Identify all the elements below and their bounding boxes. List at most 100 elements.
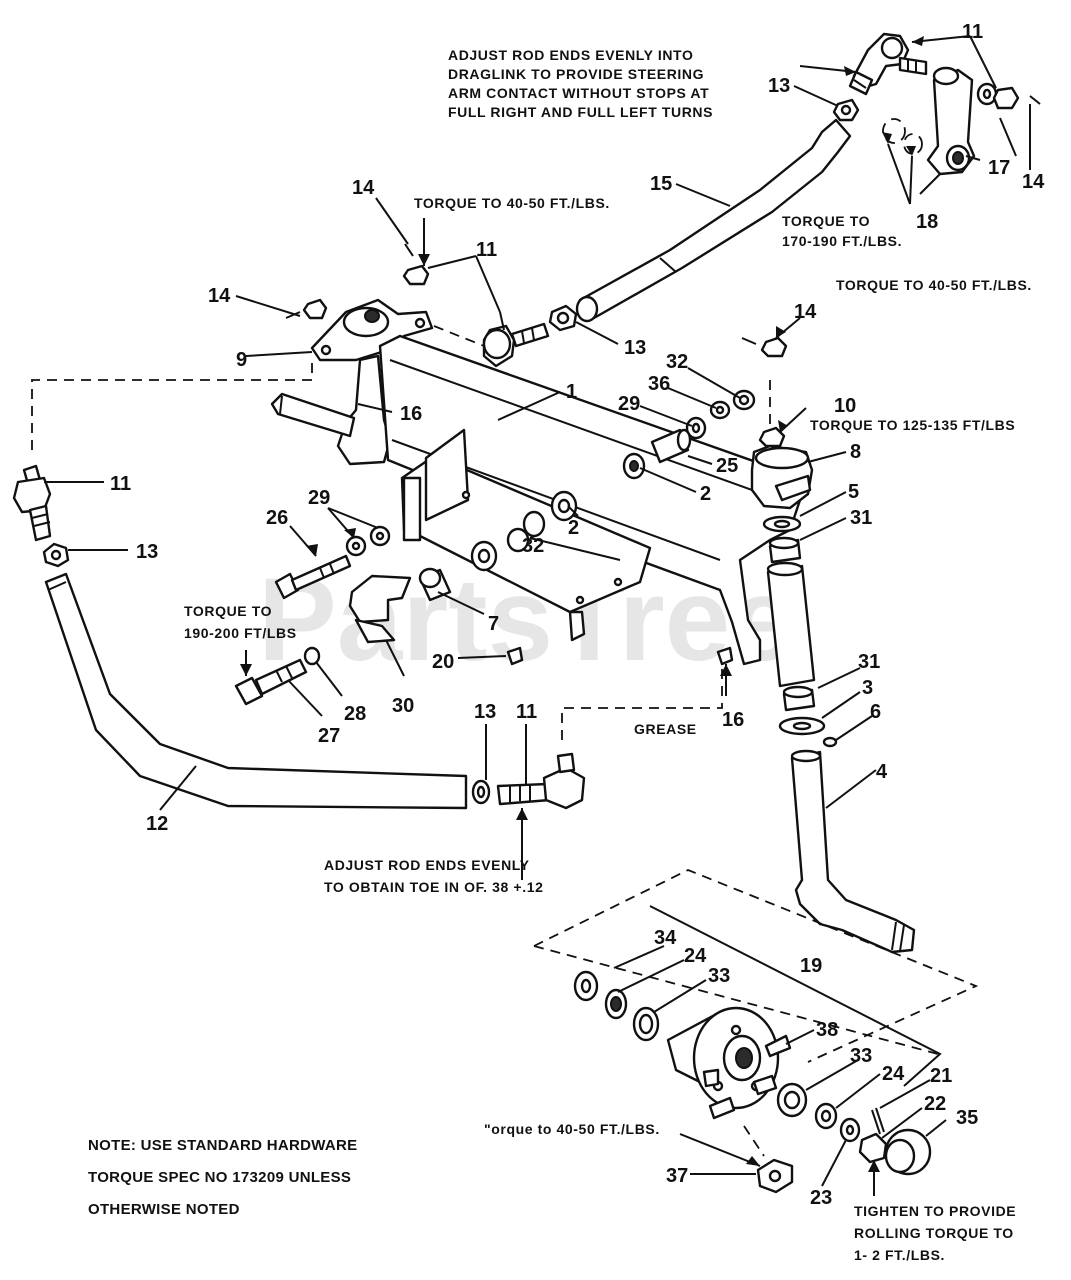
callout-25: 25 (716, 455, 738, 477)
washer-29-left-a (345, 535, 367, 557)
note-adjust-toe: ADJUST ROD ENDS EVENLY TO OBTAIN TOE IN … (324, 857, 543, 895)
callout-4: 4 (876, 761, 888, 783)
dashed-nuts-torque-170 (882, 118, 923, 155)
axle-tube (766, 561, 816, 688)
svg-text:1- 2 FT./LBS.: 1- 2 FT./LBS. (854, 1247, 945, 1263)
callout-22: 22 (924, 1093, 946, 1115)
note-adjust-draglink: ADJUST ROD ENDS EVENLY INTO DRAGLINK TO … (448, 47, 713, 120)
steering-arm-18 (926, 66, 976, 176)
castle-nut-11-top (992, 86, 1020, 110)
callout-33-b: 33 (850, 1045, 872, 1067)
callout-3: 3 (862, 677, 873, 699)
rod-end-11-left (12, 464, 52, 542)
callout-38: 38 (816, 1019, 838, 1041)
steering-arm-9 (310, 298, 434, 362)
note-torque-190-200: TORQUE TO 190-200 FT/LBS (184, 603, 297, 641)
bracket-19 (649, 905, 942, 1087)
callout-11-left: 11 (110, 473, 131, 495)
callout-11-bottom: 11 (516, 701, 537, 723)
callout-36: 36 (648, 373, 670, 395)
callout-16-a: 16 (400, 403, 422, 425)
tie-rod-12 (44, 572, 468, 810)
bracket-30 (348, 574, 412, 644)
lockwasher-28 (303, 646, 321, 666)
callout-23: 23 (810, 1187, 832, 1209)
thrust-washer-3 (778, 716, 826, 736)
spacer-32-mid (506, 510, 546, 553)
note-torque-40-50-b: TORQUE TO 40-50 FT./LBS. (836, 277, 1032, 293)
note-grease: GREASE (634, 721, 697, 737)
callout-27: 27 (318, 725, 340, 747)
callout-7: 7 (488, 613, 499, 635)
spacer-7 (418, 567, 452, 602)
seal-24-left (604, 988, 628, 1020)
callout-13-mid: 13 (624, 337, 646, 359)
left-spindle (270, 354, 392, 466)
svg-text:NOTE: USE STANDARD HARDWARE: NOTE: USE STANDARD HARDWARE (88, 1137, 358, 1154)
callout-24-a: 24 (684, 945, 707, 967)
callout-17: 17 (988, 157, 1010, 179)
bolt-27 (234, 658, 308, 706)
rod-end-11-bottom (496, 752, 586, 810)
bushing-2-mid (550, 490, 578, 522)
svg-text:TIGHTEN TO PROVIDE: TIGHTEN TO PROVIDE (854, 1203, 1016, 1219)
svg-text:ADJUST ROD ENDS EVENLY: ADJUST ROD ENDS EVENLY (324, 857, 530, 873)
grease-fitting-20 (506, 646, 524, 666)
bearing-33-left (632, 1006, 660, 1042)
spindle-4 (790, 749, 916, 954)
callout-13-top: 13 (768, 75, 790, 97)
cotter-pin-14-right (741, 337, 757, 345)
callout-14-c: 14 (794, 301, 817, 323)
callout-13-left: 13 (136, 541, 158, 563)
callout-5: 5 (848, 481, 859, 503)
note-tighten-rolling: TIGHTEN TO PROVIDE ROLLING TORQUE TO 1- … (854, 1203, 1016, 1263)
callout-14-top: 14 (1022, 171, 1045, 193)
callout-2-a: 2 (700, 483, 711, 505)
arrowheads (240, 36, 924, 1172)
svg-text:ROLLING TORQUE TO: ROLLING TORQUE TO (854, 1225, 1014, 1241)
callout-numbers: 11 13 17 14 18 15 14 11 14 9 13 14 32 36… (110, 21, 1045, 1209)
washer-23 (839, 1117, 861, 1143)
callout-34: 34 (654, 927, 677, 949)
callout-29-a: 29 (618, 393, 640, 415)
callout-14-b: 14 (208, 285, 231, 307)
callout-13-bottom: 13 (474, 701, 496, 723)
nut-14-left (302, 298, 328, 320)
washer-34 (573, 970, 599, 1002)
nut-13-left (42, 542, 70, 568)
key-6 (822, 736, 838, 748)
svg-text:TORQUE SPEC NO 173209 UNLESS: TORQUE SPEC NO 173209 UNLESS (88, 1169, 351, 1186)
callout-31-a: 31 (850, 507, 872, 529)
bushing-lower (470, 540, 498, 572)
note-torque-40-50-a: TORQUE TO 40-50 FT./LBS. (414, 195, 610, 211)
bushing-2-top (622, 452, 646, 480)
callout-26: 26 (266, 507, 288, 529)
callout-28: 28 (344, 703, 366, 725)
svg-text:OTHERWISE NOTED: OTHERWISE NOTED (88, 1201, 240, 1218)
bushing-31-lower (782, 685, 816, 712)
svg-text:DRAGLINK TO PROVIDE STEERING: DRAGLINK TO PROVIDE STEERING (448, 66, 704, 82)
callout-32-b: 32 (522, 535, 544, 557)
nut-13-bottom (471, 779, 491, 805)
dashed-guides (31, 325, 979, 1157)
leader-lines (44, 35, 1031, 1196)
svg-text:FULL RIGHT AND FULL LEFT TURNS: FULL RIGHT AND FULL LEFT TURNS (448, 104, 713, 120)
callout-29-b: 29 (308, 487, 330, 509)
callout-21: 21 (930, 1065, 952, 1087)
cotter-pin-14-top (1029, 95, 1041, 105)
grease-fitting-16-right (716, 646, 734, 666)
callout-16-b: 16 (722, 709, 744, 731)
stud-38 (702, 1034, 792, 1120)
washer-29-top (685, 416, 707, 440)
nut-13-top (832, 98, 860, 122)
callout-33-a: 33 (708, 965, 730, 987)
lug-nut-37 (756, 1158, 794, 1194)
svg-text:190-200 FT/LBS: 190-200 FT/LBS (184, 625, 297, 641)
nut-13-center (548, 304, 578, 332)
cotter-pin-14-center (404, 243, 414, 257)
bushing-31-upper (768, 536, 802, 564)
svg-text:ARM CONTACT WITHOUT STOPS AT: ARM CONTACT WITHOUT STOPS AT (448, 85, 709, 101)
nut-32-top (732, 389, 756, 411)
dust-cap-35 (884, 1128, 932, 1176)
